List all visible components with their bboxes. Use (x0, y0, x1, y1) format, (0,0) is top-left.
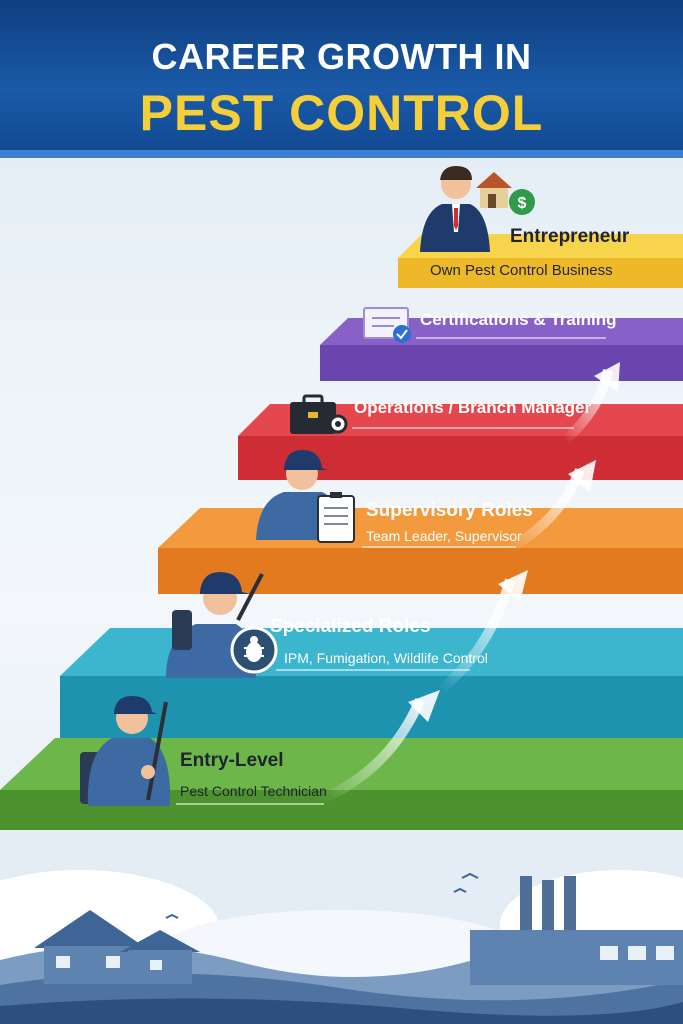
entrepreneur-subtitle: Own Pest Control Business (430, 262, 613, 279)
certificate-icon (363, 307, 411, 343)
header-banner (0, 0, 683, 150)
clipboard-supervisor-icon (256, 450, 355, 543)
certifications-title: Certifications & Training (420, 310, 617, 329)
entrepreneur-title: Entrepreneur (510, 226, 630, 247)
header-accent-bar (0, 150, 683, 158)
entry-level-subtitle: Pest Control Technician (180, 783, 327, 799)
supervisory-title: Supervisory Roles (366, 500, 533, 521)
title-line-1: CAREER GROWTH IN (151, 36, 532, 77)
landscape-scenery (0, 830, 683, 1024)
briefcase-gear-icon (290, 394, 348, 434)
bug-specialist-icon (166, 572, 278, 678)
title-line-2: PEST CONTROL (139, 85, 544, 141)
step-specialized (60, 628, 683, 738)
operations-title: Operations / Branch Manager (354, 398, 592, 417)
supervisory-subtitle: Team Leader, Supervisor (366, 528, 522, 544)
specialized-subtitle: IPM, Fumigation, Wildlife Control (284, 650, 488, 666)
svg-text:$: $ (518, 195, 527, 212)
sprayer-technician-icon (80, 696, 171, 806)
growth-arrows (318, 362, 620, 805)
specialized-title: Specialized Roles (270, 616, 431, 637)
businessman-house-dollar-icon: $ (420, 166, 535, 252)
label-underlines (176, 337, 606, 805)
entry-level-title: Entry-Level (180, 750, 284, 771)
